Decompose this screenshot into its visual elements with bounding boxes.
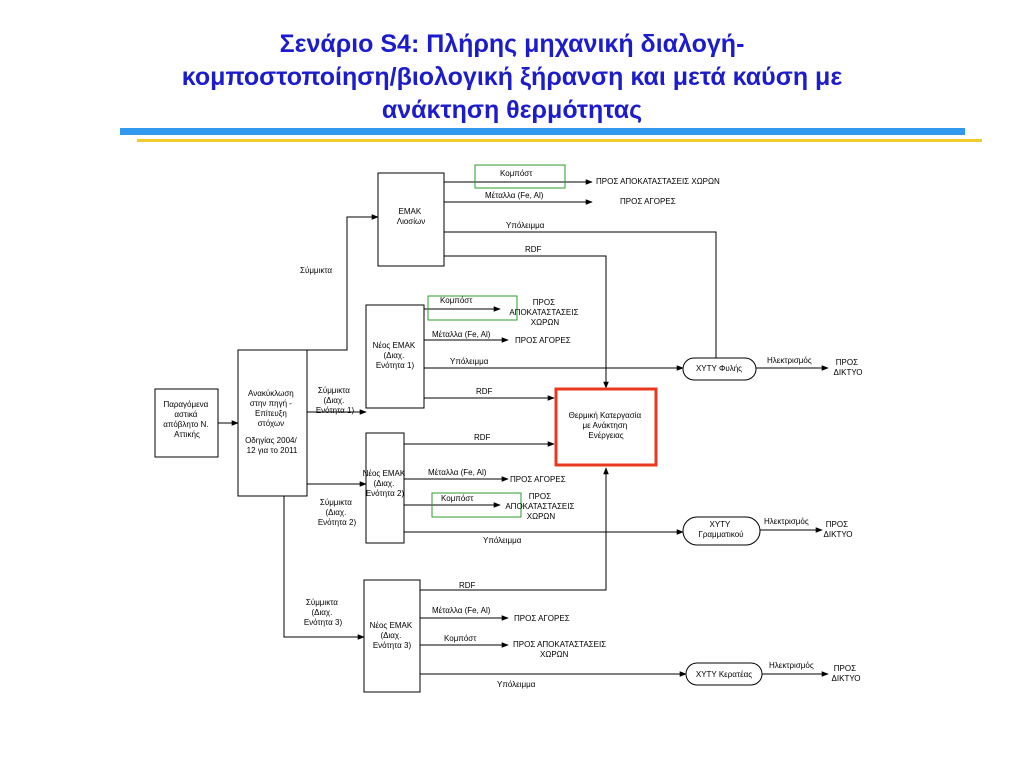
title-line-2: κομποστοποίηση/βιολογική ξήρανση και μετ… — [181, 63, 843, 91]
thermal-treatment-node — [554, 387, 658, 467]
label-restoration-emak1: ΠΡΟΣ ΑΠΟΚΑΤΑΣΤΑΣΕΙΣ ΧΩΡΩΝ — [509, 298, 580, 327]
source-node — [154, 388, 219, 458]
label-rdf-emak1: RDF — [476, 387, 493, 396]
label-mixed-liosion: Σύμμικτα — [300, 266, 332, 275]
source-label: Παραγόμενα αστικά απόβλητο Ν. Αττικής — [163, 400, 211, 439]
label-grid-ker: ΠΡΟΣ ΔΙΚΤΥΟ — [832, 664, 861, 683]
label-grid-gram: ΠΡΟΣ ΔΙΚΤΥΟ — [824, 520, 853, 539]
label-grid-fylis: ΠΡΟΣ ΔΙΚΤΥΟ — [834, 358, 863, 377]
label-electricity-fylis: Ηλεκτρισμός — [767, 356, 812, 365]
xyty-ker-node — [685, 662, 763, 686]
emak3-node — [363, 579, 421, 693]
label-metals-emak1: Μέταλλα (Fe, Al) — [432, 330, 491, 339]
label-metals-liosion: Μέταλλα (Fe, Al) — [485, 191, 544, 200]
label-compost-emak3: Κομπόστ — [444, 634, 477, 643]
emak-liosion-label: ΕΜΑΚ Λιοσίων — [397, 207, 426, 226]
compost-box-emak2 — [431, 492, 522, 518]
recycle-label: Ανακύκλωση στην πηγή - Επίτευξη στόχων Ο… — [245, 389, 299, 455]
xyty-ker-label: ΧΥΤΥ Κερατέας — [696, 670, 752, 679]
xyty-fylis-label: ΧΥΤΥ Φυλής — [696, 364, 742, 373]
title-rule-yellow — [137, 139, 982, 142]
label-mixed1: Σύμμικτα (Διαχ. Ενότητα 1) — [316, 386, 355, 415]
xyty-fylis-node — [682, 357, 757, 381]
title-line-3: ανάκτηση θερμότητας — [381, 96, 643, 124]
label-markets-emak1: ΠΡΟΣ ΑΓΟΡΕΣ — [515, 336, 571, 345]
label-rdf-emak3: RDF — [459, 581, 476, 590]
recycle-node — [237, 349, 308, 497]
emak2-label: Νέος ΕΜΑΚ (Διαχ. Ενότητα 2) — [363, 469, 408, 498]
label-metals-emak3: Μέταλλα (Fe, Al) — [432, 606, 491, 615]
thermal-label: Θερμική Κατεργασία με Ανάκτηση Ενέργειας — [569, 411, 644, 440]
label-electricity-ker: Ηλεκτρισμός — [769, 661, 814, 670]
label-residue-emak3: Υπόλειμμα — [497, 680, 536, 689]
emak1-label: Νέος ΕΜΑΚ (Διαχ. Ενότητα 1) — [373, 341, 418, 370]
label-residue-liosion: Υπόλειμμα — [506, 221, 545, 230]
label-residue-emak1: Υπόλειμμα — [450, 357, 489, 366]
label-mixed2: Σύμμικτα (Διαχ. Ενότητα 2) — [318, 498, 357, 527]
label-restoration-liosion: ΠΡΟΣ ΑΠΟΚΑΤΑΣΤΑΣΕΙΣ ΧΩΡΩΝ — [596, 177, 720, 186]
page-title: Σενάριο S4: Πλήρης μηχανική διαλογή- κομ… — [0, 28, 1024, 127]
label-compost-liosion: Κομπόστ — [500, 169, 533, 178]
xyty-gram-node — [682, 516, 761, 546]
emak1-node — [365, 304, 425, 409]
label-metals-emak2: Μέταλλα (Fe, Al) — [428, 468, 487, 477]
label-restoration-emak3: ΠΡΟΣ ΑΠΟΚΑΤΑΣΤΑΣΕΙΣ ΧΩΡΩΝ — [513, 640, 608, 659]
label-markets-emak3: ΠΡΟΣ ΑΓΟΡΕΣ — [514, 614, 570, 623]
title-line-1: Σενάριο S4: Πλήρης μηχανική διαλογή- — [279, 30, 745, 58]
connectors — [218, 179, 829, 677]
emak2-node — [365, 432, 405, 544]
label-residue-emak2: Υπόλειμμα — [483, 536, 522, 545]
emak-liosion-node — [377, 172, 445, 267]
label-rdf-emak2: RDF — [474, 433, 491, 442]
label-restoration-emak2: ΠΡΟΣ ΑΠΟΚΑΤΑΣΤΑΣΕΙΣ ΧΩΡΩΝ — [505, 492, 576, 521]
label-markets-liosion: ΠΡΟΣ ΑΓΟΡΕΣ — [620, 197, 676, 206]
emak3-label: Νέος ΕΜΑΚ (Διαχ. Ενότητα 3) — [370, 621, 415, 650]
xyty-gram-label: ΧΥΤΥ Γραμματικού — [698, 520, 743, 539]
label-rdf-liosion: RDF — [525, 245, 542, 254]
label-compost-emak1: Κομπόστ — [440, 296, 473, 305]
label-electricity-gram: Ηλεκτρισμός — [764, 517, 809, 526]
label-mixed3: Σύμμικτα (Διαχ. Ενότητα 3) — [304, 598, 343, 627]
label-markets-emak2: ΠΡΟΣ ΑΓΟΡΕΣ — [510, 475, 566, 484]
compost-box-liosion — [474, 164, 566, 189]
label-compost-emak2: Κομπόστ — [441, 494, 474, 503]
title-rule-blue — [120, 128, 965, 135]
compost-box-emak1 — [427, 295, 518, 321]
